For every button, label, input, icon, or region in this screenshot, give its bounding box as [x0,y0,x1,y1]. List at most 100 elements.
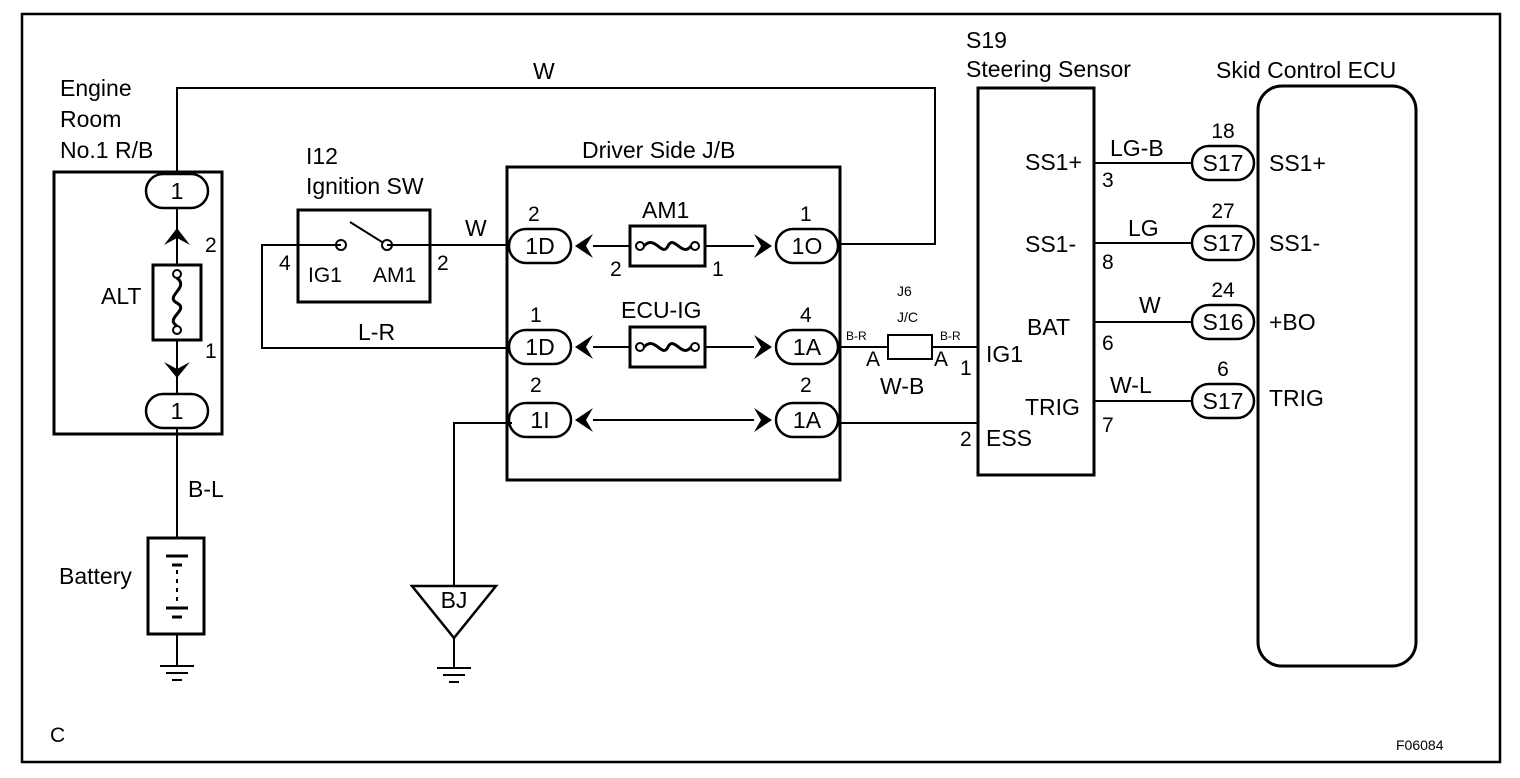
sensor-pin-ig1: 1 [960,357,972,380]
ground-bj-icon [409,584,499,640]
wire-lr [261,244,512,349]
jb-conn-1d-top-label: 1D [525,233,554,259]
ecu-conn-s17-b-label: S17 [1203,230,1244,256]
er-bottom-connector-label: 1 [171,398,184,424]
ecu-conn-s17-b [1190,224,1256,262]
jb-conn-1a-mid [774,328,840,366]
skid-control-ecu: Skid Control ECU SS1+ SS1- +BO TRIG [1216,57,1418,668]
ecu-pin-18: 18 [1211,120,1234,143]
jc-wire-below: W-B [880,373,924,399]
ecu-pin-6: 6 [1217,358,1229,381]
sensor-bat: BAT [1027,314,1070,340]
jb-chevron-1-icon [575,234,593,258]
ecu-conn-s17-a [1190,144,1256,182]
ecu-pin-27: 27 [1211,200,1234,223]
ecu-box [1256,84,1418,668]
ecu-signal-bo: +BO [1269,309,1316,335]
ecu-conn-s17-a-label: S17 [1203,150,1244,176]
jc-wire-left: B-R [846,329,867,343]
battery-box [146,536,206,636]
corner-code: C [50,724,65,747]
jb-chevron-4-icon [754,335,772,359]
jb-conn-1i-pin: 2 [530,374,542,397]
ignition-ig1-label: IG1 [308,264,342,287]
jb-conn-1o-pin: 1 [800,203,812,226]
engine-room-title-1: Engine [60,75,132,101]
am1-pin-left: 2 [610,258,622,281]
ignition-title: Ignition SW [306,173,424,199]
jb-conn-1a-mid-pin: 4 [800,304,812,327]
figure-id: F06084 [1396,737,1444,753]
ecu-pin-24: 24 [1211,279,1235,302]
jc-code: J6 [897,283,912,299]
wire-ground-bj [453,422,512,590]
ecu-title: Skid Control ECU [1216,57,1396,83]
er-pin-bottom: 1 [205,340,217,363]
sensor-ig1: IG1 [986,341,1023,367]
ignition-am1-label: AM1 [373,264,416,287]
ecu-signal-ss1p: SS1+ [1269,150,1326,176]
jb-conn-1d-mid-label: 1D [525,334,554,360]
sensor-pin-ss1m: 8 [1102,251,1114,274]
jb-conn-1o-label: 1O [792,233,823,259]
wire-lr-label: L-R [358,319,395,345]
am1-fuse-label: AM1 [642,197,689,223]
sensor-pin-ess: 2 [960,428,972,451]
jb-title: Driver Side J/B [582,137,735,163]
jb-chevron-2-icon [754,234,772,258]
ecu-signal-ss1m: SS1- [1269,230,1320,256]
jc-pin-right: A [934,348,948,371]
ground-bj-label: BJ [441,587,468,613]
ignition-code: I12 [306,143,338,169]
ignition-pin-right: 2 [437,252,449,275]
ignition-switch: I12 Ignition SW IG1 AM1 4 2 [279,143,449,304]
jb-chevron-3-icon [575,335,593,359]
jb-conn-1i [507,401,573,439]
sensor-trig: TRIG [1025,394,1080,420]
jb-conn-1a-mid-label: 1A [793,334,822,360]
jb-conn-1o [774,227,840,265]
sensor-title: Steering Sensor [966,56,1131,82]
sensor-ecu-wiring: LG-B LG W W-L S17 S17 S16 S17 18 27 24 6 [1094,120,1256,420]
jb-chevron-6-icon [754,408,772,432]
engine-room-title-2: Room [60,106,121,132]
wire-lg-label: LG [1128,215,1159,241]
engine-room-relay-block: Engine Room No.1 R/B 1 1 ALT 2 1 [52,75,224,436]
ecu-conn-s16-label: S16 [1203,309,1244,335]
ecu-conn-s17-c [1190,382,1256,420]
engine-room-title-3: No.1 R/B [60,137,153,163]
battery: Battery [59,536,206,681]
ecu-signal-trig: TRIG [1269,385,1324,411]
jb-conn-1a-bot-pin: 2 [800,374,812,397]
er-pin-top: 2 [205,234,217,257]
jb-conn-1d-top-pin: 2 [528,203,540,226]
er-top-connector-label: 1 [171,178,184,204]
jc-box [887,334,933,360]
sensor-ss1m: SS1- [1025,231,1076,257]
sensor-pin-trig: 7 [1102,414,1114,437]
jb-chevron-5-icon [575,408,593,432]
sensor-pin-bat: 6 [1102,332,1114,355]
wire-w-l-label: W-L [1110,372,1152,398]
jc-label: J/C [897,309,918,325]
ecu-conn-s16 [1190,303,1256,341]
battery-label: Battery [59,563,132,589]
jb-conn-1i-label: 1I [530,407,549,433]
jc-pin-left: A [866,348,880,371]
sensor-code: S19 [966,27,1007,53]
wire-bl-label: B-L [188,476,224,502]
driver-side-junction-block: Driver Side J/B 1D 2 1O 1 AM1 2 1 1D 1 1… [505,137,842,482]
junction-connector-j6: J6 J/C B-R B-R A A W-B [840,283,978,399]
ignition-pin-left: 4 [279,252,291,275]
diagram-frame [20,12,1502,764]
jb-conn-1d-mid [507,328,573,366]
jb-conn-1a-bot-label: 1A [793,407,822,433]
sensor-pin-ss1p: 3 [1102,169,1114,192]
jb-conn-1a-bot [774,401,840,439]
am1-pin-right: 1 [712,258,724,281]
wire-top-w [176,87,936,245]
ecu-conn-s17-c-label: S17 [1203,388,1244,414]
wire-w-label: W [1139,292,1161,318]
wire-lg-b-label: LG-B [1110,135,1164,161]
ignition-switch-box [296,208,432,304]
